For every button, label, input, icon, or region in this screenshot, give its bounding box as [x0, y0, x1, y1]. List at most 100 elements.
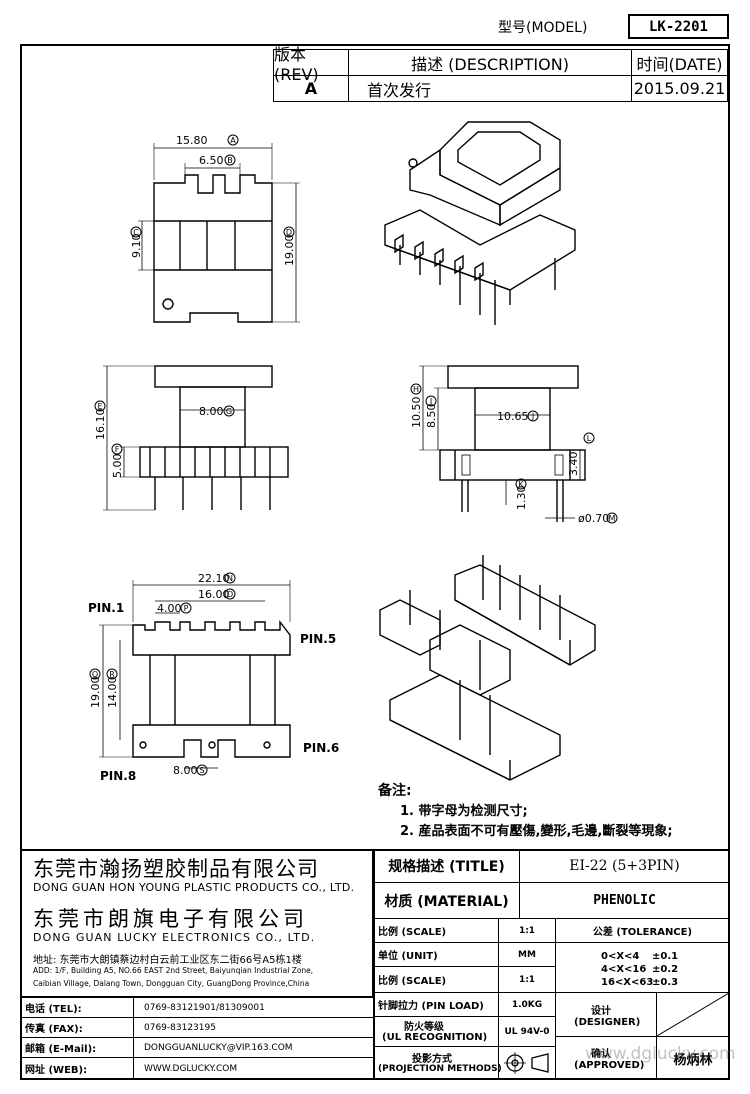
mark-k: K	[518, 480, 524, 489]
note-item-2: 2. 産品表面不可有壓傷,變形,毛邊,斷裂等現象;	[400, 824, 673, 839]
tolerance-value-1: ±0.1	[652, 951, 679, 962]
address-en-2: Caibian Village, Dalang Town, Dongguan C…	[33, 979, 310, 988]
material-label-cell: 材质 (MATERIAL)	[373, 882, 520, 919]
designer-diagonal	[657, 993, 730, 1037]
material-value-cell: PHENOLIC	[519, 882, 730, 919]
company-name-en-1: DONG GUAN HON YOUNG PLASTIC PRODUCTS CO.…	[33, 881, 355, 894]
approver-name: 杨炳林	[673, 1052, 713, 1068]
dim-q: 19.00	[89, 677, 102, 709]
tolerance-value-2: ±0.2	[652, 964, 679, 975]
scale-label-cell: 比例 (SCALE)	[373, 918, 499, 943]
title-value-cell: EI-22 (5+3PIN)	[519, 849, 730, 883]
pin8-label: PIN.8	[100, 769, 136, 783]
date-value-cell: 2015.09.21	[631, 75, 728, 102]
title-value: EI-22 (5+3PIN)	[569, 858, 680, 874]
scale-value-cell: 1:1	[498, 918, 556, 943]
dim-h: 10.50	[410, 397, 423, 429]
designer-label-1: 设计	[591, 1006, 611, 1017]
designer-value-cell	[656, 992, 730, 1037]
contact-email-value[interactable]: DONGGUANLUCKY@VIP.163.COM	[144, 1042, 293, 1053]
dim-g: 8.00	[199, 405, 224, 418]
dim-a: 15.80	[176, 134, 208, 147]
unit-label: 单位 (UNIT)	[378, 951, 438, 962]
company-name-cn-1: 东莞市瀚扬塑胶制品有限公司	[33, 857, 319, 881]
designer-label-2: (DESIGNER)	[574, 1017, 641, 1028]
projection-symbol-cell	[498, 1046, 556, 1080]
contact-web-label-cell: 网址 (WEB):	[20, 1057, 134, 1080]
dim-l: 3.40	[567, 452, 580, 477]
note-item-1: 1. 带字母为检测尺寸;	[400, 804, 528, 819]
company-name-en-2: DONG GUAN LUCKY ELECTRONICS CO., LTD.	[33, 931, 316, 944]
technical-drawing: 15.80 6.50 9.10 19.00 16.10 5.00 8.00 10…	[88, 121, 618, 783]
projection-label-1: 投影方式	[412, 1054, 452, 1065]
notes-title: 备注:	[378, 783, 412, 799]
contact-tel-value: 0769-83121901/81309001	[144, 1002, 265, 1013]
side-view	[103, 365, 289, 511]
tolerance-label: 公差 (TOLERANCE)	[592, 927, 693, 938]
dim-k: 1.30	[515, 486, 528, 511]
dim-c: 9.10	[130, 234, 143, 259]
dim-d: 19.00	[283, 235, 296, 267]
title-label-cell: 规格描述 (TITLE)	[373, 849, 520, 883]
designer-label-cell: 设计 (DESIGNER)	[555, 992, 657, 1037]
mark-o: O	[227, 590, 233, 599]
tolerance-values-cell: 0<X<4 ±0.1 4<X<16 ±0.2 16<X<63 ±0.3	[555, 942, 730, 993]
contact-web-label: 网址 (WEB):	[25, 1065, 88, 1076]
dim-r: 14.00	[106, 677, 119, 709]
title-label: 规格描述 (TITLE)	[388, 859, 505, 875]
date-header: 时间(DATE)	[636, 54, 723, 74]
mark-q: Q	[92, 670, 98, 679]
mark-c: C	[133, 228, 139, 237]
iso-view-bottom	[379, 555, 596, 781]
mark-a: A	[230, 136, 236, 145]
watermark: www.dglucky.com	[585, 1044, 736, 1064]
dim-n: 22.10	[198, 572, 230, 585]
pin-load-value-cell: 1.0KG	[498, 992, 556, 1017]
contact-email-label-cell: 邮箱 (E-Mail):	[20, 1037, 134, 1058]
pin1-label: PIN.1	[88, 601, 124, 615]
unit-value: MM	[518, 949, 536, 960]
contact-email-value-cell[interactable]: DONGGUANLUCKY@VIP.163.COM	[133, 1037, 374, 1058]
projection-label-2: (PROJECTION METHODS)	[378, 1064, 502, 1074]
approved-label-2: (APPROVED)	[574, 1060, 645, 1071]
address-cn: 地址: 东莞市大朗镇蔡边村白云前工业区东二街66号A5栋1楼	[33, 955, 302, 966]
scale2-label: 比例 (SCALE)	[378, 976, 447, 987]
ul-label-cell: 防火等级 (UL RECOGNITION)	[373, 1016, 499, 1047]
mark-m: M	[609, 514, 616, 523]
top-view	[138, 143, 300, 323]
pin-load-label-cell: 针脚拉力 (PIN LOAD)	[373, 992, 499, 1017]
dim-s: 8.00	[173, 764, 198, 777]
rev-value: A	[304, 79, 318, 98]
pin-load-value: 1.0KG	[511, 999, 543, 1010]
mark-j: J	[531, 412, 534, 421]
dim-m: ø0.70	[578, 512, 609, 525]
scale2-value: 1:1	[518, 974, 536, 985]
ul-value: UL 94V-0	[504, 1026, 550, 1037]
unit-value-cell: MM	[498, 942, 556, 967]
dim-b: 6.50	[199, 154, 224, 167]
company-name-cn-2: 东莞市朗旗电子有限公司	[33, 907, 308, 931]
address-en-1: ADD: 1/F, Building A5, NO.66 EAST 2nd St…	[33, 966, 314, 975]
material-label: 材质 (MATERIAL)	[384, 893, 509, 910]
contact-web-value-cell[interactable]: WWW.DGLUCKY.COM	[133, 1057, 374, 1080]
scale-value: 1:1	[518, 925, 536, 936]
desc-header: 描述 (DESCRIPTION)	[411, 54, 569, 74]
tolerance-range-1: 0<X<4	[601, 951, 640, 962]
dim-j: 10.65	[497, 410, 529, 423]
mark-e: E	[97, 402, 102, 411]
contact-fax-value: 0769-83123195	[144, 1022, 216, 1033]
approved-label-1: 确认	[591, 1049, 611, 1060]
contact-email-label: 邮箱 (E-Mail):	[25, 1044, 97, 1055]
contact-tel-label: 电话 (TEL):	[25, 1004, 82, 1015]
contact-fax-value-cell: 0769-83123195	[133, 1017, 374, 1038]
contact-fax-label: 传真 (FAX):	[25, 1024, 83, 1035]
tolerance-label-cell: 公差 (TOLERANCE)	[555, 918, 730, 943]
contact-web-value[interactable]: WWW.DGLUCKY.COM	[144, 1063, 238, 1074]
mark-r: R	[109, 670, 115, 679]
scale2-value-cell: 1:1	[498, 966, 556, 993]
pin5-label: PIN.5	[300, 632, 336, 646]
scale2-label-cell: 比例 (SCALE)	[373, 966, 499, 993]
rev-header: 版本(REV)	[274, 45, 319, 84]
rev-header-cell: 版本(REV)	[273, 45, 349, 84]
model-value: LK-2201	[648, 18, 708, 35]
